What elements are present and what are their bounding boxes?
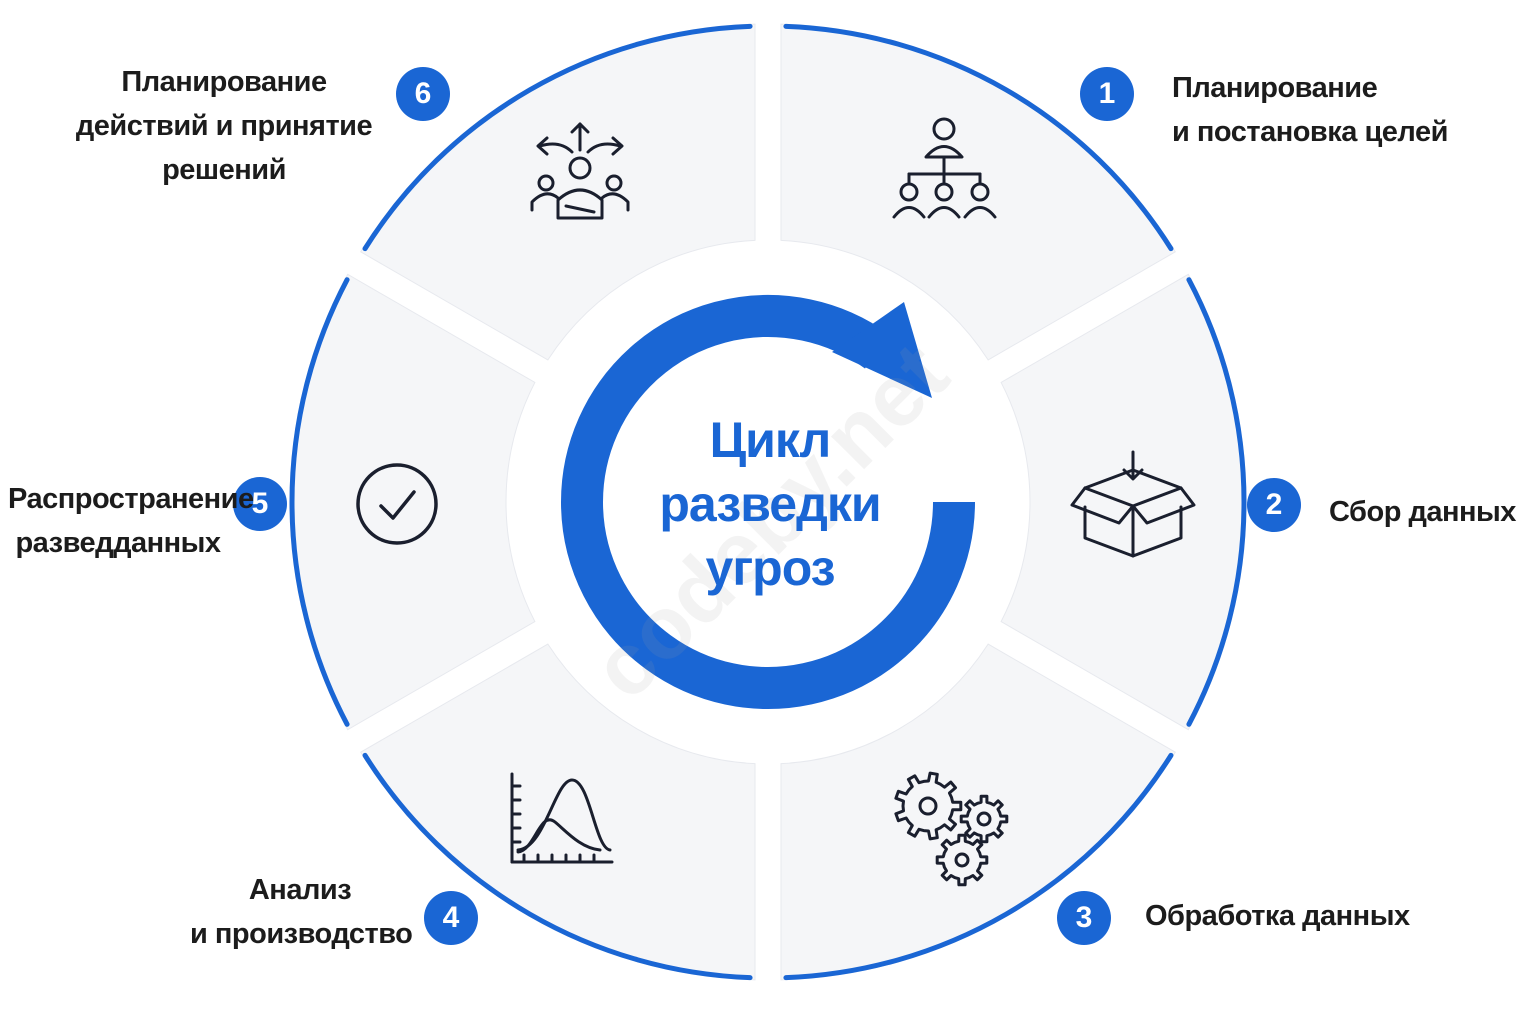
center-title-line: Цикл (709, 412, 832, 468)
org-chart-icon (892, 117, 997, 219)
step-6-label: Планирование действий и принятие решений (74, 60, 374, 192)
step-label-line: разведданных (15, 527, 221, 559)
segment-rim-3 (783, 752, 1174, 981)
step-2-label: Сбор данных (1329, 490, 1516, 534)
step-label-line: Анализ (248, 874, 352, 906)
segment-rim-6 (362, 23, 753, 252)
segment-rim-4 (362, 752, 753, 981)
segments-layer (289, 23, 1247, 981)
center-title-line: угроз (705, 540, 836, 596)
step-2-badge: 2 (1247, 478, 1301, 532)
step-3-label: Обработка данных (1145, 894, 1410, 938)
step-5-label: Распространение разведданных (8, 477, 254, 565)
step-label-line: и постановка целей (1172, 116, 1448, 148)
gears-icon (894, 771, 1009, 887)
step-label-line: Планирование (1172, 72, 1378, 104)
step-1-label: Планирование и постановка целей (1172, 66, 1448, 154)
segment-rim-5 (289, 277, 350, 727)
check-circle-icon (356, 463, 438, 545)
center-title: Цикл разведки угроз (620, 408, 920, 600)
step-1-badge: 1 (1080, 67, 1134, 121)
step-6-badge: 6 (396, 67, 450, 121)
step-4-label: Анализ и производство (190, 868, 413, 956)
distribution-chart-icon (510, 772, 614, 864)
box-download-icon (1070, 450, 1196, 558)
cycle-arrow (561, 295, 975, 709)
cycle-arrow-arc (561, 295, 975, 709)
step-label-line: Обработка данных (1145, 900, 1410, 932)
segment-5 (289, 273, 536, 731)
step-3-badge: 3 (1057, 891, 1111, 945)
step-label-line: Планирование (121, 66, 327, 98)
center-title-line: разведки (659, 476, 881, 532)
cycle-arrow-head (832, 302, 932, 398)
segment-rim-1 (783, 23, 1174, 252)
step-label-line: действий и принятие (75, 110, 373, 142)
icons-layer (356, 117, 1196, 887)
decision-arrows-icon (530, 122, 630, 220)
step-label-line: и производство (190, 918, 413, 950)
step-4-badge: 4 (424, 891, 478, 945)
segment-rim-2 (1186, 277, 1247, 727)
step-label-line: Сбор данных (1329, 496, 1516, 528)
step-label-line: решений (162, 154, 286, 186)
step-5-badge: 5 (233, 477, 287, 531)
step-label-line: Распространение (8, 483, 254, 515)
